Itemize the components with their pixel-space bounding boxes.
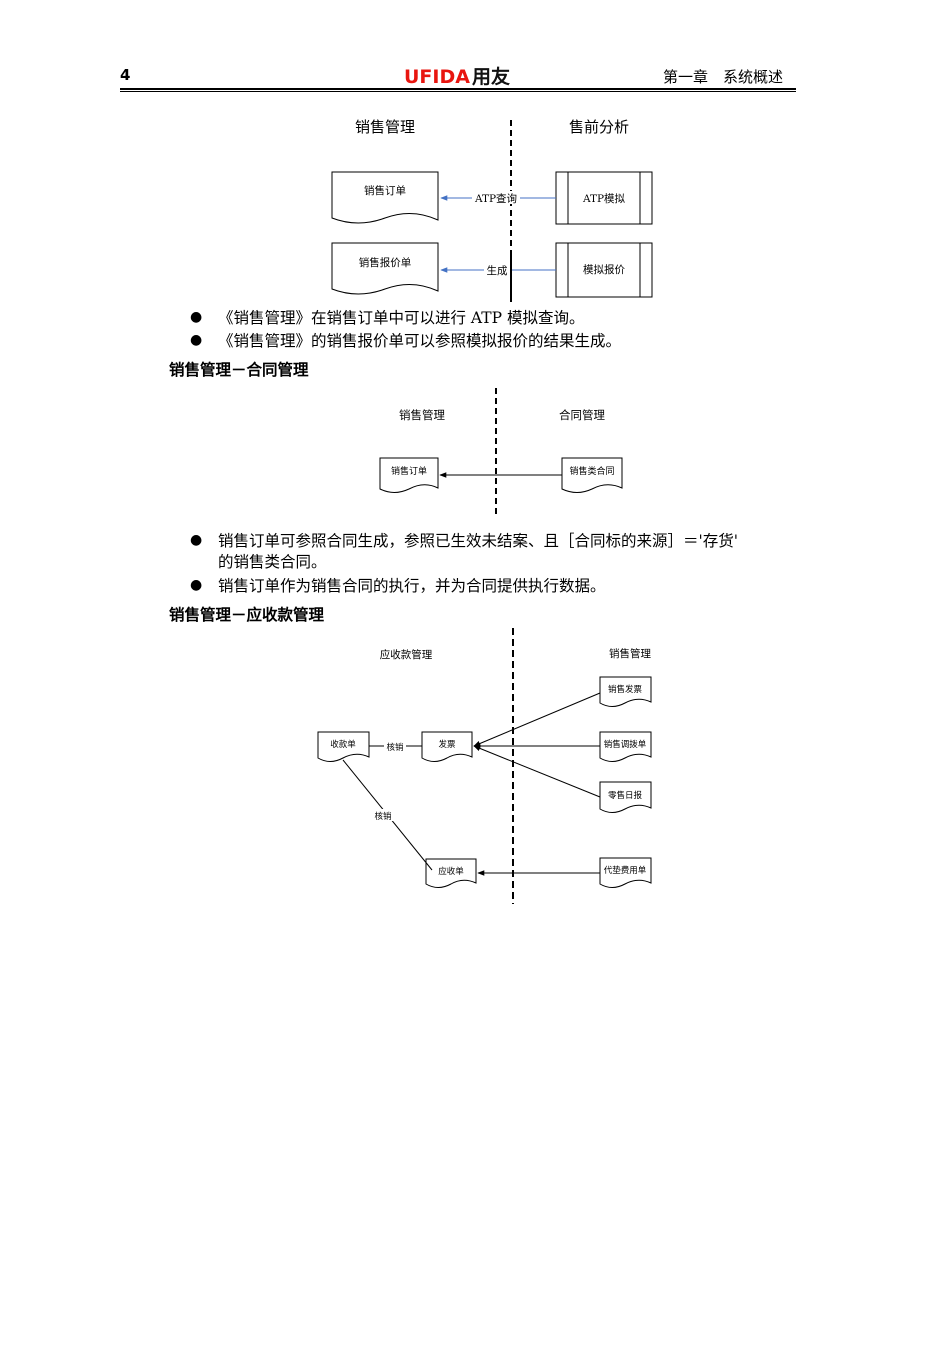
page-number: 4 — [120, 66, 131, 84]
logo-yonyou-text: 用友 — [471, 66, 510, 88]
bullet-dot: ● — [190, 309, 203, 325]
bullet-contract-ref-line2: 的销售类合同。 — [218, 553, 327, 571]
section-heading-ar: 销售管理－应收款管理 — [169, 606, 325, 624]
bullet-dot: ● — [190, 577, 203, 593]
diagram-ar: 应收款管理 销售管理 收款单 发票 应收单 销售发票 销售调拨单 零售日报 代 — [317, 628, 652, 904]
d1-box-atp-label: ATP模拟 — [582, 192, 626, 205]
d1-arrow-gen-label: 生成 — [487, 264, 508, 277]
d1-left-title: 销售管理 — [355, 118, 415, 136]
chapter-title: 第一章 系统概述 — [663, 68, 784, 86]
d3-doc-invoice: 发票 — [421, 731, 473, 762]
d3-doc-sales-invoice-label: 销售发票 — [608, 684, 643, 695]
d3-label-writeoff-2: 核销 — [374, 811, 392, 822]
d3-doc-advance-label: 代垫费用单 — [604, 865, 647, 876]
d1-doc-sales-order-label: 销售订单 — [364, 184, 406, 197]
d3-doc-transfer-label: 销售调拨单 — [604, 739, 647, 750]
d2-left-title: 销售管理 — [399, 408, 445, 422]
d1-doc-quote-label: 销售报价单 — [359, 256, 412, 269]
d1-arrow-gen-label-bg — [484, 263, 510, 276]
header-rule — [120, 88, 796, 90]
header-rule-thin — [120, 91, 796, 92]
d3-doc-sales-invoice: 销售发票 — [599, 676, 652, 707]
bullet-dot: ● — [190, 532, 203, 548]
d3-label-writeoff-1: 核销 — [386, 742, 404, 753]
d3-doc-receipt-label: 收款单 — [330, 739, 356, 750]
d3-label-writeoff-2-bg — [372, 809, 394, 821]
d2-doc-sales-contract: 销售类合同 — [561, 457, 623, 493]
d1-right-title: 售前分析 — [569, 118, 629, 136]
d3-doc-retail: 零售日报 — [599, 781, 652, 813]
d1-doc-quote: 销售报价单 — [331, 242, 439, 295]
diagram-contract: 销售管理 合同管理 销售订单 销售类合同 — [379, 388, 623, 516]
d1-arrow-atp-label-bg — [472, 191, 520, 204]
d3-doc-receipt: 收款单 — [317, 731, 370, 762]
d3-doc-ar-bill: 应收单 — [425, 858, 477, 888]
bullet-dot: ● — [190, 332, 203, 348]
d3-doc-advance: 代垫费用单 — [599, 857, 652, 888]
bullet-atp-query: 《销售管理》在销售订单中可以进行 ATP 模拟查询。 — [218, 309, 585, 327]
d3-doc-invoice-label: 发票 — [438, 739, 456, 750]
d3-arrow-retail — [473, 745, 601, 798]
d2-doc-sales-contract-label: 销售类合同 — [569, 465, 614, 477]
d3-doc-retail-label: 零售日报 — [608, 790, 643, 801]
d3-right-title: 销售管理 — [609, 647, 651, 660]
bullet-contract-ref-line1: 销售订单可参照合同生成，参照已生效未结案、且［合同标的来源］＝'存货' — [218, 532, 739, 550]
d3-doc-ar-bill-label: 应收单 — [438, 866, 464, 877]
d1-arrow-atp-label: ATP查询 — [474, 192, 517, 205]
d2-right-title: 合同管理 — [559, 408, 605, 422]
bullet-quote-generate: 《销售管理》的销售报价单可以参照模拟报价的结果生成。 — [218, 332, 622, 350]
d1-box-atp: ATP模拟 — [555, 171, 653, 225]
logo-ufida-text: UFIDA — [404, 66, 470, 88]
d3-arrow-sales-invoice — [473, 692, 601, 747]
d3-left-title: 应收款管理 — [380, 648, 433, 661]
d3-label-writeoff-1-bg — [384, 740, 406, 752]
d1-doc-sales-order: 销售订单 — [331, 171, 439, 224]
d2-doc-sales-order-label: 销售订单 — [391, 465, 427, 477]
d3-doc-transfer: 销售调拨单 — [599, 731, 652, 762]
d2-doc-sales-order: 销售订单 — [379, 457, 439, 493]
d1-box-sim-quote: 模拟报价 — [555, 242, 653, 298]
diagram-atp: 销售管理 售前分析 销售订单 销售报价单 ATP模拟 模拟报价 ATP查询 生 — [331, 118, 653, 302]
section-heading-contract: 销售管理－合同管理 — [169, 361, 309, 379]
d1-box-sim-quote-label: 模拟报价 — [583, 263, 625, 276]
bullet-contract-exec: 销售订单作为销售合同的执行，并为合同提供执行数据。 — [218, 577, 606, 595]
